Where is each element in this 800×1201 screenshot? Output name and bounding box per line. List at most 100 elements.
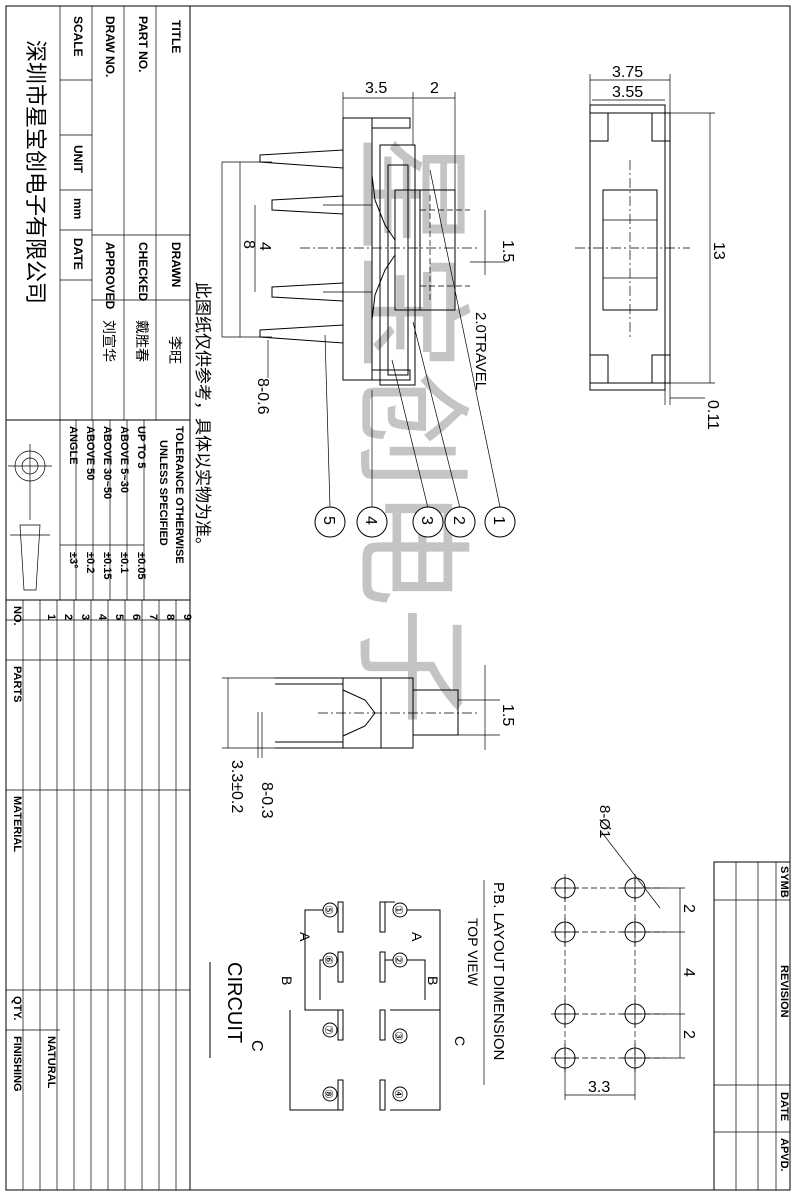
pcb-layout: P.B. LAYOUT DIMENSION TOP VIEW 8-Ø1 2 4 … [465, 805, 697, 1100]
title-label: TITLE [169, 20, 183, 53]
watermark-text: 星宝创电子 [342, 135, 480, 725]
reference-note: 此图纸仅供参考，具体以实物为准。 [193, 282, 212, 554]
part-num-1: 1 [45, 614, 57, 620]
circuit-diagram: CIRCUIT C ① ② ③ ④ A B C ⑤ ⑥ ⑦ ⑧ A B [209, 901, 468, 1111]
pcb-dim-4: 4 [680, 968, 697, 977]
part-num-2: 2 [62, 614, 74, 620]
side-view-dimensions: 3.5 2 8 4 1.5 2.0TRAVEL 8-0.6 [221, 80, 516, 415]
unit-value: mm [71, 198, 85, 219]
pcb-hole-3 [551, 918, 579, 946]
natural-label: NATURAL [45, 1036, 57, 1089]
pcb-dim-2b: 2 [680, 1030, 697, 1039]
tolerance-range-3: ABOVE 50 [84, 426, 96, 480]
tolerance-range-0: UP TO 5 [135, 426, 147, 468]
dim-8: 8 [240, 240, 257, 249]
balloon-3 [412, 506, 444, 538]
parts-label: PARTS [11, 666, 23, 702]
dim-3-75: 3.75 [612, 64, 643, 81]
revision-label: REVISION [778, 965, 790, 1018]
holes-label: 8-Ø1 [596, 805, 613, 838]
circuit-pin-8: ⑧ [322, 1089, 334, 1099]
circuit-pin-7: ⑦ [322, 1025, 334, 1035]
tolerance-range-4: ANGLE [67, 426, 79, 465]
balloon-3-label: 3 [418, 516, 435, 525]
part-num-3: 3 [79, 614, 91, 620]
part-num-7: 7 [147, 614, 159, 620]
circuit-pin-3: ③ [392, 1031, 404, 1041]
circuit-b-right: B [425, 976, 441, 985]
part-num-8: 8 [164, 614, 176, 620]
circuit-pin-4: ④ [392, 1089, 404, 1099]
tolerance-range-1: ABOVE 5~30 [118, 426, 130, 493]
tolerance-value-4: ±3° [67, 552, 79, 569]
watermark: 星宝创电子 [342, 135, 480, 725]
unit-label: UNIT [71, 145, 85, 174]
balloon-2 [444, 506, 476, 538]
circuit-c-right: C [452, 1036, 468, 1046]
apvd-label: APVD. [778, 1138, 790, 1172]
pcb-hole-6 [621, 1000, 649, 1028]
part-balloons: 1 2 3 4 5 [314, 169, 516, 538]
approved-name: 刘宣华 [101, 320, 117, 362]
draw-no-label: DRAW NO. [103, 16, 117, 77]
part-num-6: 6 [130, 614, 142, 620]
dim-1-5-end: 1.5 [499, 704, 516, 726]
tolerance-value-1: ±0.1 [118, 552, 130, 573]
balloon-4 [356, 506, 388, 538]
top-view: 3.75 3.55 13 0.11 [575, 64, 727, 430]
company-name: 深圳市星宝创电子有限公司 [23, 40, 48, 304]
circuit-c-label: C [248, 1040, 265, 1052]
checked-label: CHECKED [136, 242, 150, 302]
pcb-layout-subtitle: TOP VIEW [465, 918, 481, 987]
balloon-1 [484, 506, 516, 538]
balloon-2-label: 2 [450, 516, 467, 525]
pcb-layout-title: P.B. LAYOUT DIMENSION [490, 882, 507, 1060]
dim-0-11: 0.11 [704, 400, 721, 430]
tolerance-range-2: ABOVE 30~50 [101, 426, 113, 499]
balloon-5 [314, 506, 346, 538]
approved-label: APPROVED [103, 242, 117, 310]
part-num-4: 4 [96, 614, 108, 621]
pcb-hole-4 [621, 918, 649, 946]
dim-1-5: 1.5 [499, 240, 516, 262]
circuit-pin-6: ⑥ [322, 955, 334, 965]
circuit-pin-5: ⑤ [322, 905, 334, 915]
dim-13: 13 [710, 242, 727, 260]
end-view: 1.5 3.3±0.2 8-0.3 [222, 665, 516, 819]
dim-2: 2 [430, 80, 439, 97]
pins-8-0-6: 8-0.6 [254, 378, 271, 415]
drawn-label: DRAWN [169, 242, 183, 287]
pcb-hole-8 [621, 1044, 649, 1072]
date-label: DATE [71, 238, 85, 270]
circuit-pin-2: ② [392, 955, 404, 965]
circuit-a-right: A [409, 932, 425, 942]
circuit-title: CIRCUIT [223, 962, 245, 1043]
tolerance-header-2: UNLESS SPECIFIED [157, 440, 169, 546]
no-label: NO. [11, 606, 23, 626]
balloon-5-label: 5 [320, 516, 337, 525]
circuit-pin-1: ① [392, 905, 404, 915]
symb-label: SYMB [778, 866, 790, 898]
title-block: TITLE PART NO. DRAW NO. SCALE UNIT mm DA… [5, 5, 791, 1191]
pcb-dim-3-3: 3.3 [588, 1079, 610, 1096]
scale-label: SCALE [71, 16, 85, 57]
part-num-9: 9 [181, 614, 193, 620]
tolerance-header: TOLERANCE OTHERWISE [173, 426, 185, 564]
circuit-b-left: B [279, 976, 295, 985]
balloon-1-label: 1 [490, 516, 507, 525]
dim-3-5: 3.5 [365, 80, 387, 97]
balloon-4-label: 4 [362, 516, 379, 525]
pcb-hole-7 [551, 1044, 579, 1072]
finishing-label: FINISHING [11, 1036, 23, 1092]
dim-3-55: 3.55 [612, 84, 643, 101]
pcb-hole-1 [551, 874, 579, 902]
qty-label: QTY. [11, 996, 23, 1020]
material-label: MATERIAL [11, 796, 23, 852]
travel-label: 2.0TRAVEL [472, 312, 489, 390]
dim-3-3: 3.3±0.2 [228, 760, 245, 813]
part-num-5: 5 [113, 614, 125, 620]
tolerance-value-3: ±0.2 [84, 552, 96, 573]
pcb-dim-2a: 2 [680, 904, 697, 913]
